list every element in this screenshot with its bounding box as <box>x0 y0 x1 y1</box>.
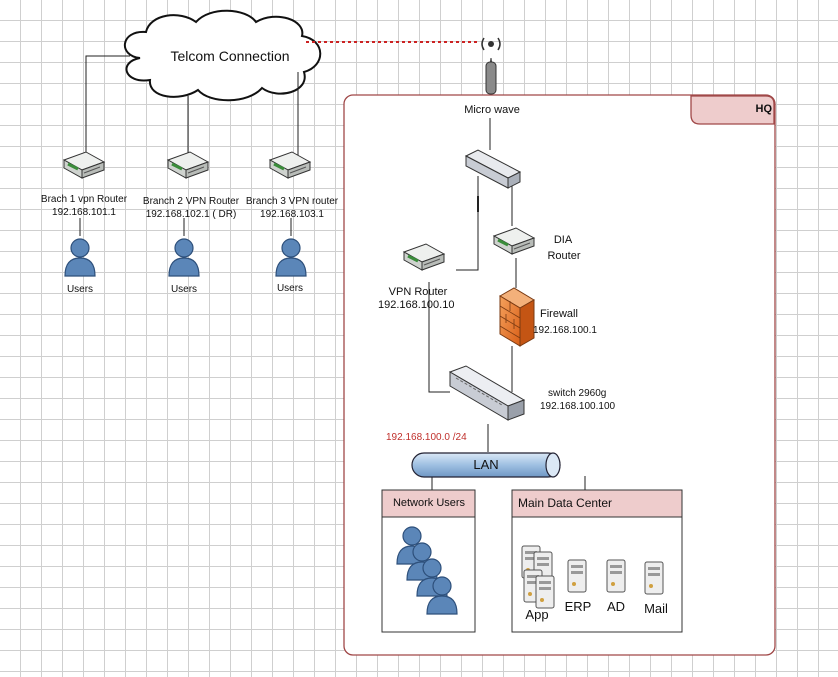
branch2-ip: 192.168.102.1 ( DR) <box>145 209 237 220</box>
lan-label: LAN <box>473 457 499 472</box>
firewall-name: Firewall <box>540 308 578 320</box>
dia-label-line2: Router <box>547 250 581 262</box>
ad-server-icon <box>606 559 626 593</box>
app-server-label: App <box>525 607 549 622</box>
erp-server-label: ERP <box>564 599 592 614</box>
switch-2960g-icon <box>448 365 526 421</box>
branch3-router-icon <box>268 150 312 180</box>
network-users-box <box>381 489 476 633</box>
mail-server-icon <box>644 561 664 595</box>
microwave-antenna-icon <box>481 37 501 95</box>
branch2-router-icon <box>166 150 210 180</box>
branch3-name: Branch 3 VPN router <box>245 196 339 207</box>
branch2-users-label: Users <box>170 284 198 295</box>
firewall-ip: 192.168.100.1 <box>533 325 597 336</box>
lan-bus <box>411 452 561 478</box>
dia-label-line1: DIA <box>553 234 573 246</box>
app-server-icon <box>521 545 555 609</box>
vpn-router-name: VPN Router <box>388 286 448 298</box>
firewall-icon <box>499 287 535 347</box>
core-switch-icon <box>464 149 522 189</box>
hq-label: HQ <box>755 103 773 115</box>
data-center-title: Main Data Center <box>518 496 613 510</box>
branch3-ip: 192.168.103.1 <box>260 209 324 220</box>
vpn-router-ip: 192.168.100.10 <box>378 299 455 311</box>
telcom-cloud <box>123 9 322 102</box>
branch1-users-label: Users <box>66 284 94 295</box>
cloud-label: Telcom Connection <box>170 48 290 64</box>
microwave-label: Micro wave <box>464 104 520 116</box>
switch-name: switch 2960g <box>548 388 607 399</box>
hq-tab <box>690 95 775 125</box>
mail-server-label: Mail <box>644 601 668 616</box>
branch2-name: Branch 2 VPN Router <box>142 196 240 207</box>
switch-ip: 192.168.100.100 <box>540 401 616 412</box>
branch2-users-icon <box>168 238 200 277</box>
subnet-label: 192.168.100.0 /24 <box>386 432 467 443</box>
wan-links <box>85 55 299 158</box>
branch1-ip: 192.168.101.1 <box>52 207 116 218</box>
network-users-title: Network Users <box>392 497 466 509</box>
ad-server-label: AD <box>606 599 626 614</box>
branch1-users-icon <box>64 238 96 277</box>
hq-links <box>428 118 586 490</box>
branch1-name: Brach 1 vpn Router <box>40 194 128 205</box>
branch1-router-icon <box>62 150 106 180</box>
branch3-users-label: Users <box>276 283 304 294</box>
branch3-users-icon <box>275 238 307 277</box>
erp-server-icon <box>567 559 587 593</box>
